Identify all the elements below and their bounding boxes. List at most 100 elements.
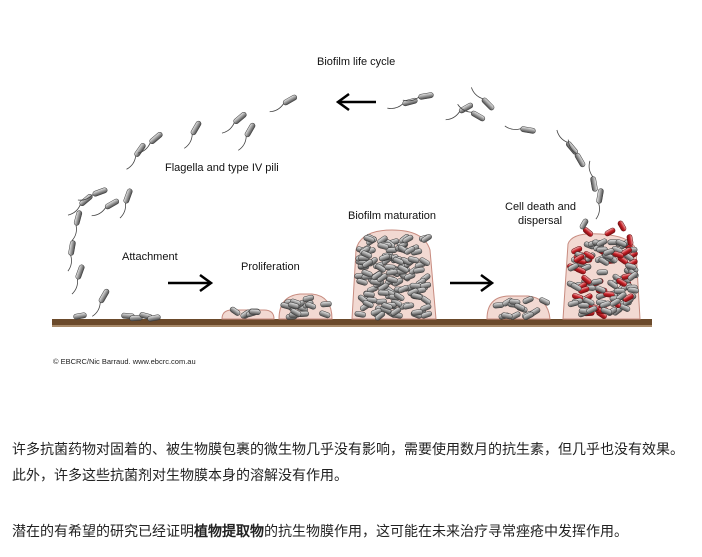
bacterium-cell (607, 279, 618, 289)
bacterium-cell (374, 311, 386, 321)
flagellum (445, 111, 460, 121)
dead-cell (603, 291, 615, 298)
paragraph-bold-term: 植物提取物 (194, 524, 264, 540)
stage-label-dispersal-line2: dispersal (518, 215, 562, 227)
bacterium-cell (190, 120, 202, 136)
flagellum (402, 96, 419, 102)
bacterium-cell (420, 310, 433, 319)
bacterium-cell (362, 259, 373, 268)
stage-label-maturation: Biofilm maturation (348, 210, 436, 222)
flagellum (77, 194, 94, 201)
dead-cell (581, 275, 592, 285)
stage-label-attachment: Attachment (122, 251, 178, 263)
bacterium-cell (377, 242, 389, 250)
flagellum (269, 103, 284, 113)
flagellum (67, 204, 81, 216)
bacterium-cell (523, 311, 535, 320)
bacterium-cell (411, 309, 423, 316)
bacterium-cell (362, 299, 374, 308)
bacterium-cell (320, 301, 332, 308)
flagellum (471, 87, 483, 100)
bacterium-cell (609, 298, 621, 307)
bacterium-cell (413, 266, 425, 274)
flagellum (457, 104, 472, 113)
bacterium-cell (378, 253, 391, 262)
bacterium-cell (304, 301, 317, 310)
flagellum (67, 255, 72, 272)
bacterium-cell (397, 285, 409, 294)
flagellum (71, 279, 78, 295)
bacterium-cell (371, 271, 383, 281)
bacterium-cell (386, 269, 398, 276)
flagellum (567, 139, 577, 154)
bacterium-cell (397, 264, 409, 274)
bacterium-cell (419, 257, 430, 267)
bacterium-cell (104, 198, 120, 210)
bacterium-cell (402, 302, 415, 310)
bacterium-cell (98, 288, 110, 304)
flagellum (184, 134, 193, 149)
bacterium-cell (378, 282, 389, 292)
bacterium-cell (302, 294, 315, 303)
bacterium-cell (381, 302, 393, 310)
bacterium-cell (579, 218, 589, 230)
bacterium-cell (577, 302, 590, 309)
bacterium-cell (481, 97, 495, 111)
bacterium-cell (404, 246, 416, 255)
arrow-left-icon (335, 92, 376, 112)
bacterium-cell (411, 292, 423, 300)
bacterium-cell (73, 210, 83, 226)
bacterium-cell (393, 292, 405, 302)
paragraph-suffix: 的抗生物膜作用，这可能在未来治疗寻常痤疮中发挥作用。 (264, 524, 628, 540)
bacterium-cell (290, 308, 302, 317)
bacterium-cell (375, 263, 386, 273)
arrow-right-icon (168, 273, 214, 293)
bacterium-cell (590, 176, 598, 192)
flagellum (221, 122, 235, 134)
flagellum (387, 103, 404, 109)
bacterium-cell (282, 94, 298, 106)
bacterium-cell (596, 238, 608, 247)
bacterium-cell (356, 278, 368, 286)
bacteria-flagella (67, 87, 600, 317)
bacterium-cell (319, 310, 331, 319)
bacteria-cells (68, 92, 639, 322)
bacterium-cell (594, 285, 606, 294)
dead-cell (626, 234, 634, 246)
figure-title: Biofilm life cycle (317, 56, 395, 68)
bacterium-cell (600, 307, 612, 315)
bacterium-cell (567, 262, 579, 272)
flagellum (504, 125, 521, 130)
bacterium-cell (596, 269, 609, 276)
bacterium-cell (370, 308, 382, 316)
bacterium-cell (361, 250, 373, 259)
stage-label-dispersal-line1: Cell death and (505, 201, 576, 213)
bacterium-cell (407, 256, 420, 264)
bacterium-cell (402, 234, 414, 244)
stage-label-proliferation: Proliferation (241, 261, 300, 273)
flagellum (595, 203, 600, 220)
dead-cell (604, 227, 616, 237)
bacterium-cell (603, 248, 615, 256)
bacterium-cell (244, 122, 256, 138)
bacterium-cell (92, 187, 108, 197)
bacterium-cell (68, 240, 76, 256)
bacterium-cell (627, 271, 638, 281)
bacterium-cell (386, 276, 398, 284)
dead-cell (616, 278, 627, 287)
bacterium-cell (520, 126, 536, 134)
bacterium-cell (625, 262, 637, 271)
bacterium-cell (586, 305, 598, 314)
bacterium-cell (570, 282, 582, 292)
bacterium-cell (377, 289, 390, 296)
figure-credit: © EBCRC/Nic Barraud. www.ebcrc.com.au (53, 357, 196, 366)
flagellum (119, 203, 126, 219)
dead-cell (583, 251, 595, 260)
bacterium-cell (390, 307, 402, 316)
flagellum (126, 156, 137, 170)
paragraph-antimicrobial: 许多抗菌药物对固着的、被生物膜包裹的微生物几乎没有影响，需要使用数月的抗生素，但… (12, 442, 684, 484)
bacterium-cell (418, 92, 434, 100)
arrow-right-icon (450, 273, 495, 293)
bacterium-cell (470, 110, 486, 122)
flagellum (137, 142, 151, 154)
